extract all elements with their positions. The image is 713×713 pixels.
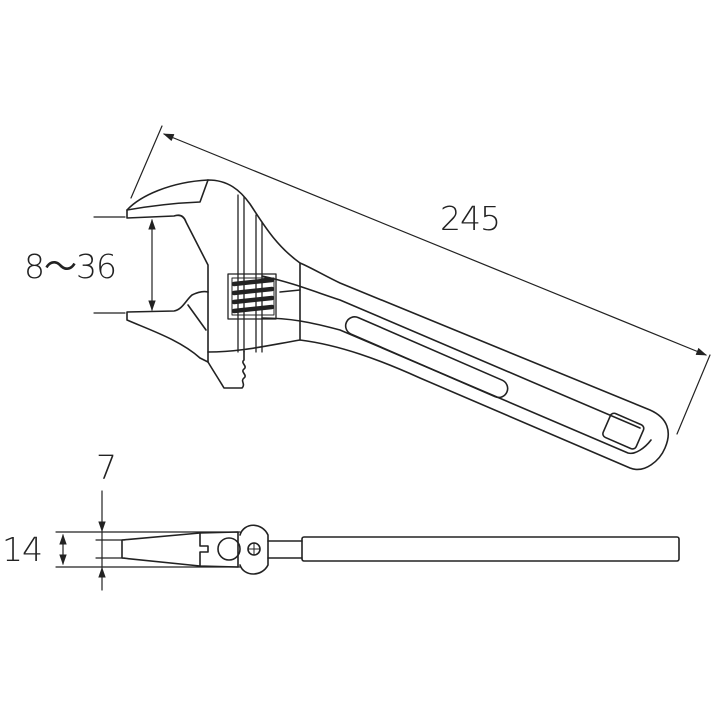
handle-inner-rail-bottom xyxy=(261,317,652,455)
edge-neck xyxy=(267,540,303,559)
edge-head xyxy=(121,531,239,568)
movable-jaw xyxy=(126,290,209,363)
length-extension-right xyxy=(676,354,711,435)
edge-head-inner xyxy=(199,532,209,567)
overall-length-label: 245 xyxy=(440,199,501,238)
edge-view xyxy=(55,490,680,591)
fixed-jaw-face xyxy=(126,179,209,211)
movable-jaw-inner xyxy=(187,304,207,331)
handle-outline xyxy=(299,262,669,471)
neck-lines xyxy=(207,289,301,353)
edge-handle xyxy=(301,536,680,562)
handle-hang-hole xyxy=(602,412,645,450)
edge-knob xyxy=(239,524,269,575)
rack-teeth xyxy=(207,350,246,389)
thickness-dimension xyxy=(55,490,241,591)
worm-threads xyxy=(231,277,275,314)
edge-head-hole xyxy=(217,537,241,561)
handle-inner-rail-top xyxy=(261,275,641,429)
tip-thickness-label: 7 xyxy=(96,448,117,487)
length-extension-left xyxy=(130,125,163,199)
fixed-jaw xyxy=(126,179,301,363)
length-dimension xyxy=(130,125,711,435)
worm-gear xyxy=(227,273,277,320)
edge-knob-cross xyxy=(247,542,261,556)
front-view xyxy=(93,125,711,471)
length-dim-line xyxy=(162,133,708,356)
jaw-dimension xyxy=(93,216,156,314)
body-thickness-label: 14 xyxy=(2,530,43,569)
jaw-opening-label: 8～36 xyxy=(24,247,117,286)
handle-slot xyxy=(344,316,509,399)
